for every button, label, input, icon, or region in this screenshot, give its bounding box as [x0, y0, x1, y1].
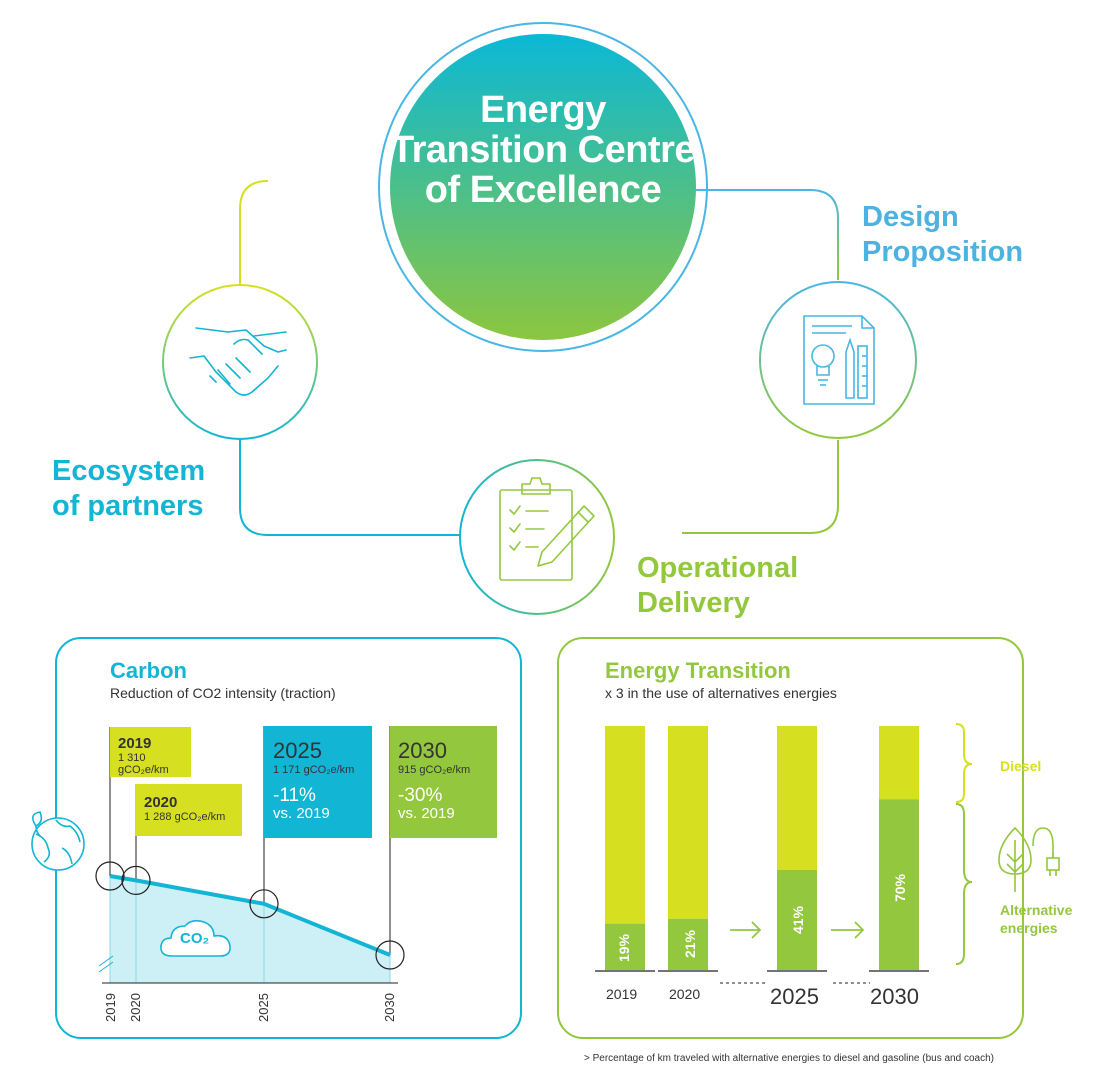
energy-subtitle: x 3 in the use of alternatives energies [605, 685, 837, 701]
bar-alt-2019 [605, 923, 645, 970]
flag-2025-value: 1 171 gCO₂e/km [273, 764, 355, 776]
connector-ecosystem-bottom [239, 438, 460, 536]
carbon-x-2025: 2025 [256, 993, 271, 1022]
design-ring [759, 281, 917, 439]
design-icon [803, 315, 875, 405]
flag-2030: 2030 915 gCO₂e/km -30% vs. 2019 [390, 726, 497, 838]
flag-2030-pct: -30% [398, 785, 443, 806]
energy-x-2030: 2030 [870, 984, 919, 1009]
operational-label: Operational Delivery [637, 552, 799, 619]
legend-alternative: Alternative energies [1000, 902, 1073, 936]
bar-alt-2025 [777, 869, 817, 970]
flag-2030-value: 915 gCO₂e/km [398, 764, 471, 776]
trend-arrow-head-0 [751, 921, 762, 939]
flag-2030-vs: vs. 2019 [398, 805, 455, 822]
flag-2019: 2019 1 310 gCO₂e/km [110, 727, 191, 777]
flag-2019-value: 1 310 gCO₂e/km [118, 752, 169, 776]
carbon-x-2030: 2030 [382, 993, 397, 1022]
connector-operational [682, 440, 839, 534]
handshake-icon [189, 327, 287, 396]
flag-2025-year: 2025 [273, 738, 322, 763]
carbon-point-2020 [121, 865, 151, 895]
carbon-subtitle: Reduction of CO2 intensity (traction) [110, 685, 336, 701]
carbon-x-2020: 2020 [128, 993, 143, 1022]
energy-x-2019: 2019 [606, 986, 638, 1002]
energy-title: Energy Transition [605, 658, 791, 683]
bar-pct-2030: 70% [892, 873, 909, 903]
flag-2020-value: 1 288 gCO₂e/km [144, 811, 226, 823]
leaf-plug-icon [998, 826, 1060, 892]
bar-alt-2030 [879, 799, 919, 970]
energy-footnote: > Percentage of km traveled with alterna… [584, 1053, 994, 1064]
flag-2025-pct: -11% [273, 785, 316, 806]
carbon-line [109, 874, 391, 957]
carbon-title: Carbon [110, 658, 187, 683]
bar-diesel-2019 [605, 726, 645, 924]
carbon-x-2019: 2019 [103, 993, 118, 1022]
flag-2030-year: 2030 [398, 738, 447, 763]
ecosystem-label: Ecosystem of partners [52, 455, 206, 522]
carbon-point-2025 [249, 889, 279, 919]
axis-break-mark-2 [98, 955, 114, 967]
bar-pct-2020: 21% [682, 929, 699, 959]
clipboard-icon [499, 477, 595, 581]
connector-ecosystem-top [239, 180, 269, 285]
bar-pct-2025: 41% [790, 905, 807, 935]
axis-break-mark-1 [98, 961, 114, 973]
center-circle [390, 34, 696, 340]
energy-chart [595, 726, 929, 984]
globe-icon [31, 811, 85, 871]
center-title: Energy Transition Centre of Excellence [391, 89, 696, 211]
bar-diesel-2020 [668, 726, 708, 919]
carbon-point-2030 [375, 940, 405, 970]
bar-pct-2019: 19% [616, 933, 633, 963]
design-label: Design Proposition [862, 201, 1024, 268]
bar-diesel-2030 [879, 726, 919, 800]
connector-design [690, 189, 839, 280]
bar-alt-2020 [668, 918, 708, 970]
center-circle-ring [378, 22, 708, 352]
carbon-point-2019 [95, 861, 125, 891]
operational-ring [459, 459, 615, 615]
flag-2025: 2025 1 171 gCO₂e/km -11% vs. 2019 [264, 726, 372, 838]
energy-x-2025: 2025 [770, 984, 819, 1009]
flag-2025-vs: vs. 2019 [273, 805, 330, 822]
carbon-area [110, 876, 390, 983]
top-diagram [162, 22, 917, 615]
flag-2019-year: 2019 [118, 735, 152, 752]
energy-x-2020: 2020 [669, 986, 701, 1002]
co2-label: CO₂ [180, 930, 210, 947]
bar-diesel-2025 [777, 726, 817, 870]
legend-diesel: Diesel [1000, 758, 1042, 774]
legend-braces [955, 723, 973, 965]
flag-2020-year: 2020 [144, 794, 178, 811]
flag-2020: 2020 1 288 gCO₂e/km [135, 784, 242, 836]
co2-cloud-icon [160, 919, 231, 957]
trend-arrow-head-1 [854, 921, 865, 939]
